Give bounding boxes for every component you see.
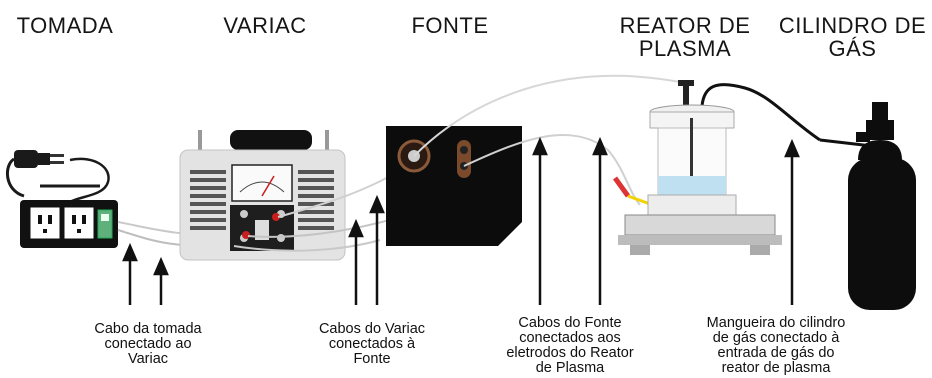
gas-cylinder-icon	[819, 102, 916, 310]
power-source	[386, 126, 522, 246]
title-tomada: TOMADA	[16, 13, 114, 38]
variac-device	[179, 130, 346, 261]
caption-fonte: Cabos do Fonte conectados aos eletrodos …	[506, 315, 634, 376]
red-terminal-icon	[242, 231, 250, 239]
plasma-reactor	[618, 80, 821, 255]
plug-icon	[5, 150, 64, 198]
caption-tomada: Cabo da tomada conectado ao Variac	[94, 321, 202, 367]
title-fonte: FONTE	[411, 13, 489, 38]
arrows	[122, 136, 800, 305]
caption-cilindro: Mangueira do cilindro de gás conectado à…	[706, 315, 846, 376]
power-strip	[5, 150, 118, 248]
caption-variac: Cabos do Variac conectados à Fonte	[318, 321, 426, 367]
title-variac: VARIAC	[223, 13, 307, 38]
title-cilindro: CILINDRO DE GÁS	[778, 13, 927, 61]
red-terminal-icon	[272, 213, 280, 221]
title-reator: REATOR DE PLASMA	[619, 13, 751, 61]
